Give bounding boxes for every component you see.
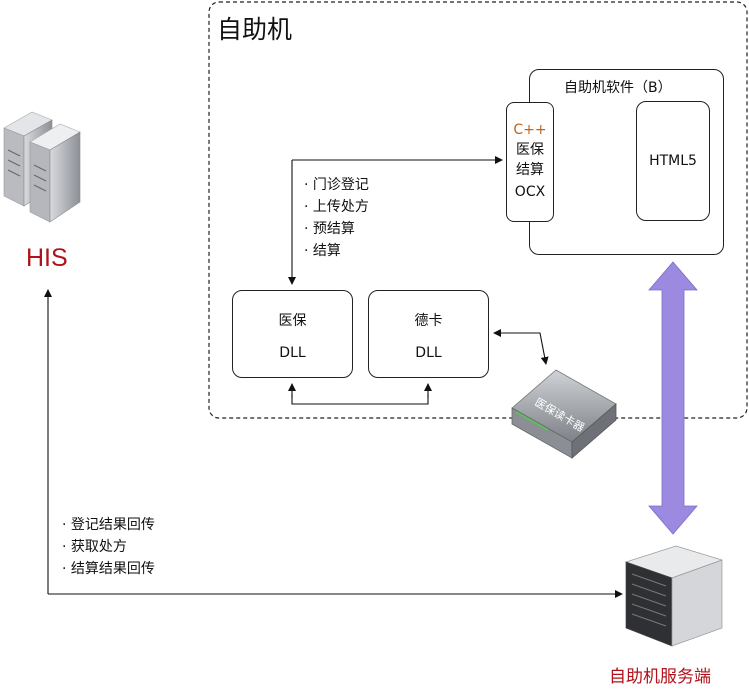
his-server-icon <box>3 111 81 223</box>
list-item: · 预结算 <box>304 221 355 237</box>
list-item: · 结算 <box>304 243 341 259</box>
list-item: · 门诊登记 <box>304 177 369 193</box>
ocx-jiesuan-label: 结算 <box>516 162 544 178</box>
dll-link-connector <box>291 394 429 405</box>
rack-server-icon <box>624 545 724 647</box>
list-item: · 结算结果回传 <box>62 561 155 577</box>
kiosk-title: 自助机 <box>217 15 293 44</box>
list-item: · 登记结果回传 <box>62 517 155 533</box>
ocx-cpp-label: C++ <box>513 122 547 138</box>
yibao-dll-label: DLL <box>279 345 306 361</box>
list-item: · 获取处方 <box>62 539 127 555</box>
ocx-yibao-label: 医保 <box>516 142 544 158</box>
deka-dll-label: DLL <box>415 345 442 361</box>
deka-to-reader-connector <box>497 332 549 365</box>
deka-dll-box: 德卡 DLL <box>368 290 489 378</box>
kiosk-software-title: 自助机软件（B） <box>564 80 672 96</box>
server-label: 自助机服务端 <box>609 667 711 687</box>
ocx-label: OCX <box>514 184 546 200</box>
kiosk-boundary <box>208 1 748 419</box>
card-reader-icon <box>511 369 617 459</box>
server-kiosk-double-arrow <box>648 261 698 535</box>
his-label: HIS <box>26 244 68 272</box>
html5-box: HTML5 <box>636 101 710 221</box>
javascript-label: JavaScript <box>566 154 617 165</box>
his-call-list: · 登记结果回传 · 获取处方 · 结算结果回传 <box>62 514 155 580</box>
yibao-dll-box: 医保 DLL <box>232 290 353 378</box>
deka-dll-title: 德卡 <box>414 313 443 329</box>
yibao-dll-title: 医保 <box>278 313 307 329</box>
ocx-call-list: · 门诊登记 · 上传处方 · 预结算 · 结算 <box>304 174 369 262</box>
html5-label: HTML5 <box>649 153 697 169</box>
ocx-box: C++ 医保 结算 OCX <box>506 102 554 222</box>
list-item: · 上传处方 <box>304 199 369 215</box>
